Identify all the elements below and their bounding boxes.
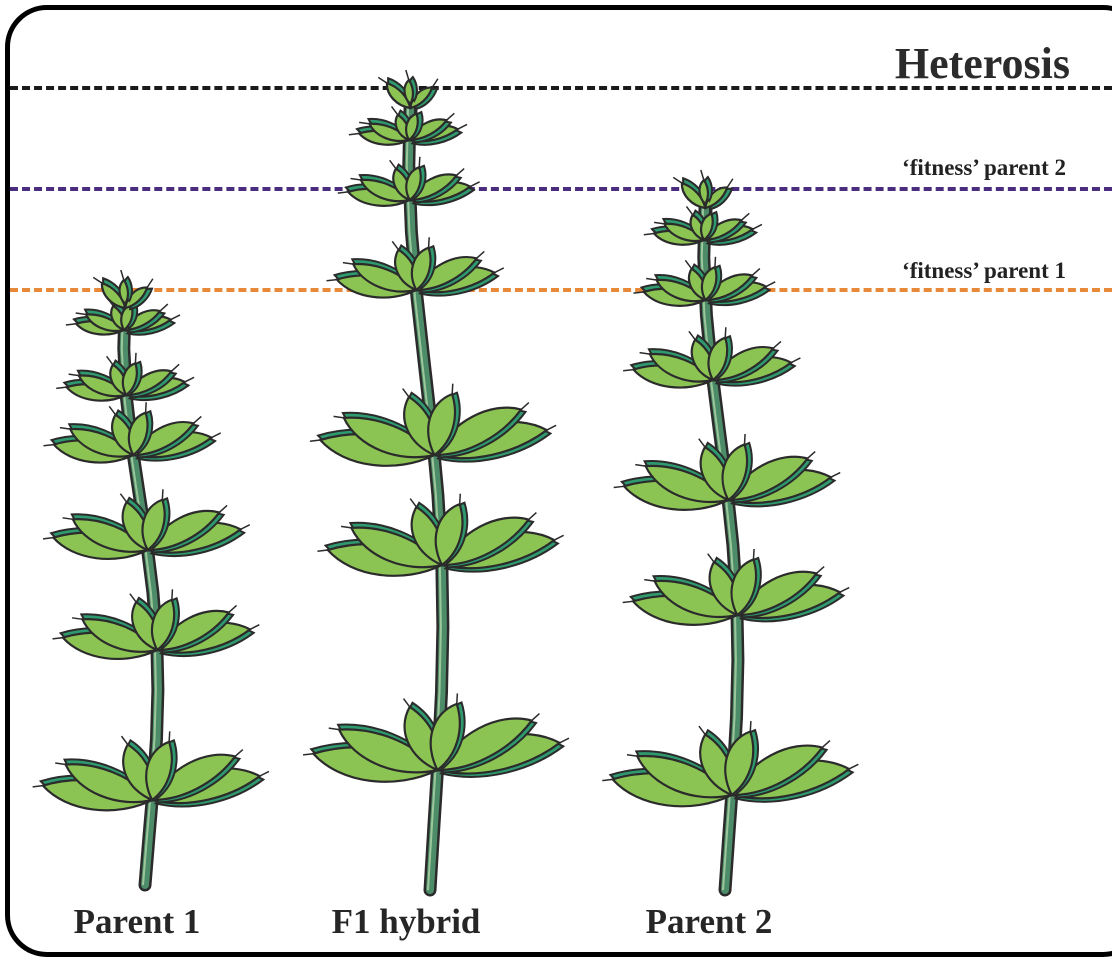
leaf (404, 70, 416, 104)
parent-2-plant (600, 169, 862, 890)
leaf (699, 170, 711, 204)
f1-hybrid-plant (301, 69, 573, 890)
parent-1-label: Parent 1 (74, 902, 201, 942)
leaf (119, 270, 131, 304)
f1-hybrid-label: F1 hybrid (332, 902, 481, 942)
parent-1-plant (31, 269, 273, 885)
parent-2-label: Parent 2 (646, 902, 773, 942)
